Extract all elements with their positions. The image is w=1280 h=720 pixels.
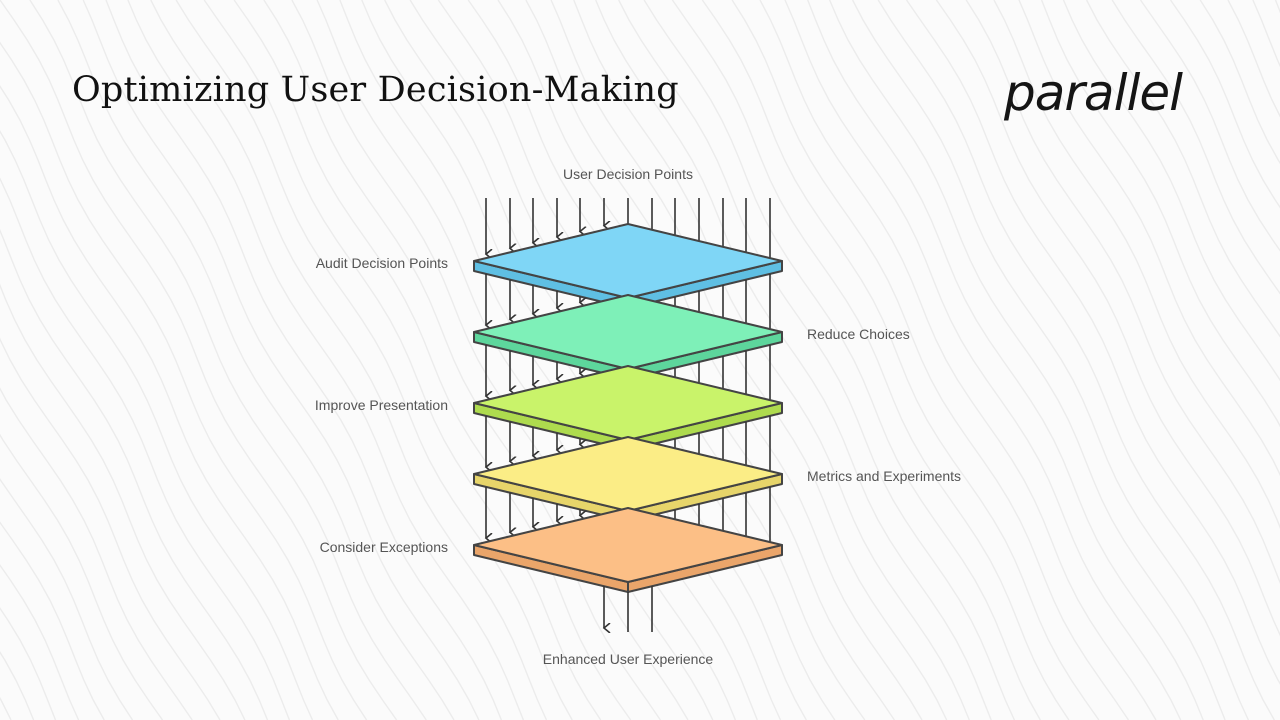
background-wave-line	[57, 0, 455, 720]
background-wave-line	[339, 0, 737, 720]
background-wave-line	[291, 0, 689, 720]
layer-label-improve-presentation: Improve Presentation	[314, 397, 448, 413]
background-wave-line	[993, 0, 1280, 529]
background-wave-line	[807, 0, 1204, 720]
background-wave-line	[550, 0, 948, 720]
background-wave-line	[175, 0, 573, 720]
background-wave-line	[29, 0, 427, 720]
background-wave-line	[316, 0, 714, 720]
background-wave-line	[877, 0, 1275, 720]
background-wave-line	[573, 0, 970, 720]
background-wave-line	[618, 0, 1016, 720]
background-wave-line	[233, 0, 632, 720]
background-wave-line	[1062, 0, 1280, 382]
background-wave-line	[1018, 0, 1280, 477]
background-wave-line	[0, 0, 398, 720]
background-wave-line	[828, 0, 1226, 720]
background-wave-line	[127, 0, 525, 720]
background-wave-line	[701, 0, 1100, 720]
layer-label-metrics-and-experiments: Metrics and Experiments	[807, 468, 962, 484]
background-wave-line	[759, 0, 1157, 720]
background-wave-line	[150, 0, 548, 720]
background-wave-line	[0, 41, 368, 720]
layer-label-reduce-choices: Reduce Choices	[807, 326, 910, 342]
background-wave-line	[784, 0, 1182, 720]
background-wave-line	[935, 0, 1280, 637]
background-wave-line	[1169, 0, 1280, 209]
background-wave-line	[851, 0, 1250, 720]
background-wave-line	[1085, 0, 1280, 338]
background-wave-line	[0, 130, 314, 720]
background-wave-line	[82, 0, 480, 720]
background-wave-line	[0, 228, 269, 720]
parallel-logo: parallel	[1004, 64, 1183, 122]
background-wave-line	[203, 0, 602, 720]
layer-top-face	[473, 365, 783, 441]
background-wave-line	[263, 0, 661, 720]
background-wave-line	[0, 478, 134, 720]
bottom-label: Enhanced User Experience	[542, 651, 714, 667]
background-wave-line	[595, 0, 992, 720]
background-wave-line	[525, 0, 923, 720]
background-wave-line	[905, 0, 1280, 685]
top-label: User Decision Points	[563, 166, 693, 182]
layer-2	[473, 365, 783, 451]
background-wave-line	[0, 433, 164, 720]
background-wave-line	[731, 0, 1130, 720]
background-wave-line	[0, 283, 246, 720]
background-wave-line	[0, 337, 221, 720]
background-wave-line	[105, 0, 503, 720]
background-wave-line	[1199, 0, 1280, 165]
background-wave-line	[0, 177, 291, 720]
page-title: Optimizing User Decision-Making	[72, 70, 679, 110]
background-wave-line	[643, 0, 1041, 720]
background-wave-line	[0, 85, 339, 720]
background-wave-line	[671, 0, 1070, 720]
layer-label-audit-decision-points: Audit Decision Points	[315, 255, 448, 271]
background-wave-line	[0, 521, 105, 720]
layer-1	[473, 294, 783, 380]
background-wave-line	[0, 564, 80, 720]
layer-4	[473, 507, 783, 593]
layer-0	[473, 223, 783, 309]
layer-top-face	[473, 223, 783, 299]
layer-top-face	[473, 294, 783, 370]
background-wave-line	[965, 0, 1280, 584]
background-wave-line	[1111, 0, 1280, 295]
background-wave-line	[1139, 0, 1280, 252]
background-wave-line	[1040, 0, 1280, 428]
layer-top-face	[473, 436, 783, 512]
layer-top-face	[473, 507, 783, 583]
layer-label-consider-exceptions: Consider Exceptions	[319, 539, 448, 555]
background-wave-line	[0, 387, 193, 720]
